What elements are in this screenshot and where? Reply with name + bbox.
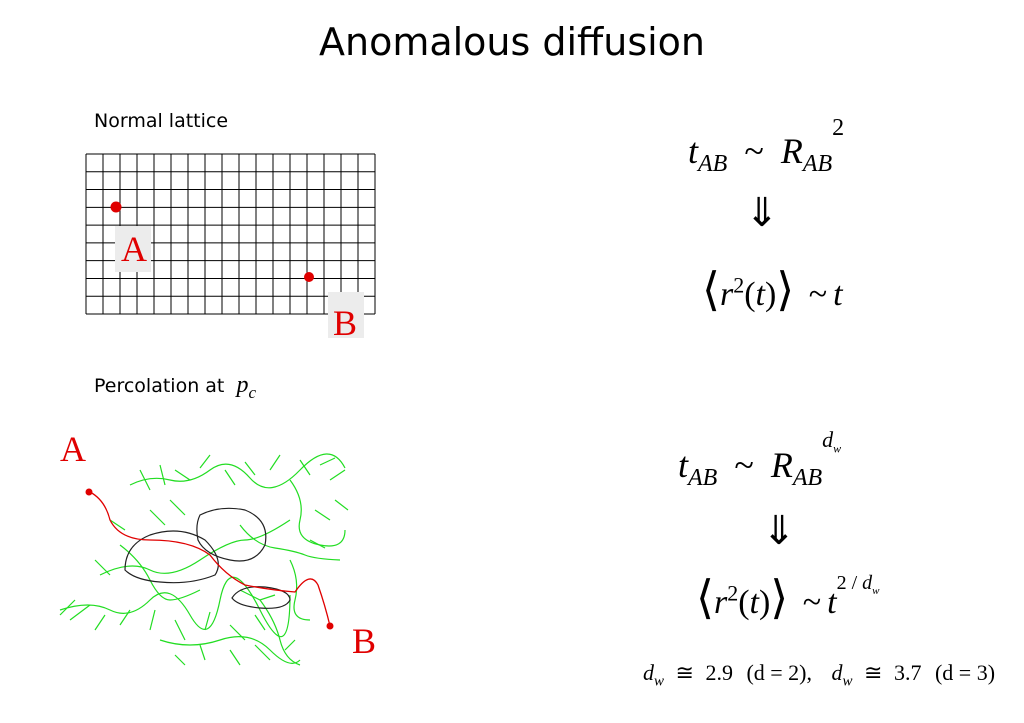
- percolation-symbol-p: p: [236, 372, 249, 398]
- dw-sym-1: d: [643, 660, 654, 685]
- percolation-point-a: [85, 488, 93, 496]
- normal-lattice-label: Normal lattice: [94, 110, 229, 132]
- dw-approx-1: ≅: [675, 660, 694, 685]
- dw-values: dw ≅ 2.9 (d = 2), dw ≅ 3.7 (d = 3): [643, 660, 996, 690]
- dw-sym-2: d: [831, 660, 843, 685]
- percolation-label-text: Percolation at: [94, 375, 225, 397]
- f2-exp: 2: [733, 272, 745, 298]
- f4-exp: 2: [727, 580, 739, 606]
- f3-t: t: [678, 445, 689, 485]
- f4-rhsexp-d: d: [862, 572, 873, 594]
- f1-r: R: [780, 131, 803, 171]
- dw-approx-2: ≅: [864, 660, 883, 685]
- percolation-label: Percolation at pc: [94, 372, 256, 401]
- dw-c2: (d = 3): [934, 660, 996, 685]
- percolation-label-a: A: [60, 429, 86, 469]
- lattice-point-b: [304, 272, 314, 282]
- f2-rhs: t: [833, 276, 843, 313]
- lattice-point-a: [110, 201, 122, 213]
- implies-arrow-2: ⇓: [762, 508, 796, 554]
- f2-t: t: [755, 276, 765, 313]
- f1-exp: 2: [832, 115, 845, 141]
- percolation-symbol: pc: [236, 372, 256, 401]
- f3-sim: ~: [734, 445, 754, 485]
- label-b-background: [328, 292, 364, 338]
- f3-rsub: AB: [792, 465, 823, 492]
- f1-sim: ~: [744, 131, 764, 171]
- f3-exp: d: [822, 427, 834, 452]
- f3-r: R: [770, 445, 793, 485]
- f4-t: t: [749, 584, 759, 621]
- percolation-label-b: B: [352, 621, 377, 661]
- formula-time-lattice: tAB ~ RAB2: [688, 116, 844, 176]
- dw-sub-2: w: [842, 673, 853, 690]
- dw-sub-1: w: [654, 673, 665, 690]
- lattice-label-b: B: [333, 303, 358, 343]
- formula-time-percolation: tAB ~ RABdw: [678, 429, 842, 491]
- f4-rhsexp: 2 /: [836, 572, 863, 594]
- dw-v1: 2.9: [705, 660, 733, 685]
- shortest-path: [89, 491, 331, 627]
- label-a-background: [115, 226, 151, 272]
- dw-c1: (d = 2),: [746, 660, 813, 685]
- f4-rhs: t: [827, 584, 837, 621]
- slide-title: Anomalous diffusion: [318, 20, 706, 64]
- f1-rsub: AB: [802, 151, 833, 178]
- f4-sim: ~: [802, 584, 822, 621]
- f1-sub: AB: [698, 151, 728, 178]
- cluster-loops: [124, 507, 291, 609]
- percolation-cluster: [59, 453, 349, 666]
- f2-sim: ~: [808, 276, 828, 313]
- f3-expsub: w: [833, 441, 842, 456]
- percolation-symbol-sub: c: [248, 382, 256, 402]
- f4-rhsexp-sub: w: [872, 585, 880, 597]
- implies-arrow-1: ⇓: [745, 190, 779, 236]
- f3-sub: AB: [688, 465, 718, 492]
- percolation-point-b: [326, 622, 334, 630]
- lattice-label-a: A: [121, 229, 147, 269]
- formula-msd-percolation: ⟨r2(t)⟩ ~t2 / dw: [696, 572, 880, 623]
- f2-r: r: [719, 276, 734, 313]
- f1-t: t: [688, 131, 699, 171]
- dw-v2: 3.7: [893, 660, 922, 685]
- f4-r: r: [713, 584, 728, 621]
- formula-msd-lattice: ⟨r2(t)⟩ ~t: [702, 264, 843, 315]
